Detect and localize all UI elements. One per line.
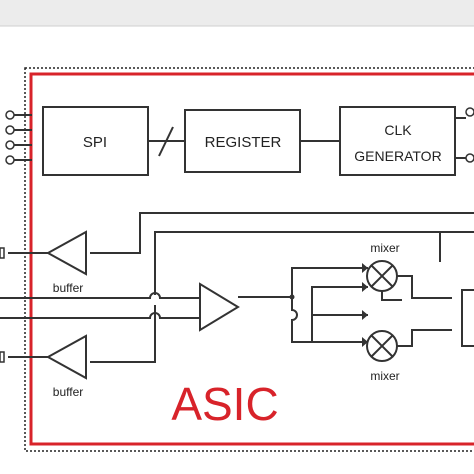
buffer-bottom — [45, 334, 87, 380]
mixer-top-label: mixer — [370, 241, 399, 255]
asic-border-outer — [24, 67, 474, 452]
buffer-top-label: buffer — [53, 281, 83, 295]
asic-border — [29, 72, 474, 446]
register-label: REGISTER — [205, 134, 282, 151]
pin-top-left — [0, 247, 5, 259]
clk-label-line1: CLK — [384, 122, 412, 138]
buffer-bottom-label: buffer — [53, 385, 83, 399]
spi-pins — [5, 110, 32, 165]
arrow — [362, 282, 368, 292]
spi-label: SPI — [83, 134, 107, 151]
mixer-bottom-label: mixer — [370, 369, 399, 383]
clk-out-pin — [465, 107, 474, 117]
top-strip — [0, 0, 474, 26]
pin-bottom-left — [0, 351, 5, 363]
buffer-top — [45, 230, 87, 276]
clk-label-line2: GENERATOR — [354, 148, 441, 164]
clk-out-pin — [465, 153, 474, 163]
pin-circle — [5, 140, 15, 150]
arrow — [362, 263, 368, 273]
pin-circle — [5, 155, 15, 165]
asic-label: ASIC — [171, 378, 278, 430]
pin-circle — [5, 125, 15, 135]
filter-block-partial — [461, 289, 474, 347]
pin-circle — [5, 110, 15, 120]
input-lines — [0, 292, 200, 319]
clk-generator-block — [339, 106, 456, 176]
bus-slash — [158, 126, 174, 157]
arrow — [362, 310, 368, 320]
arrow — [362, 337, 368, 347]
amplifier — [199, 282, 240, 332]
